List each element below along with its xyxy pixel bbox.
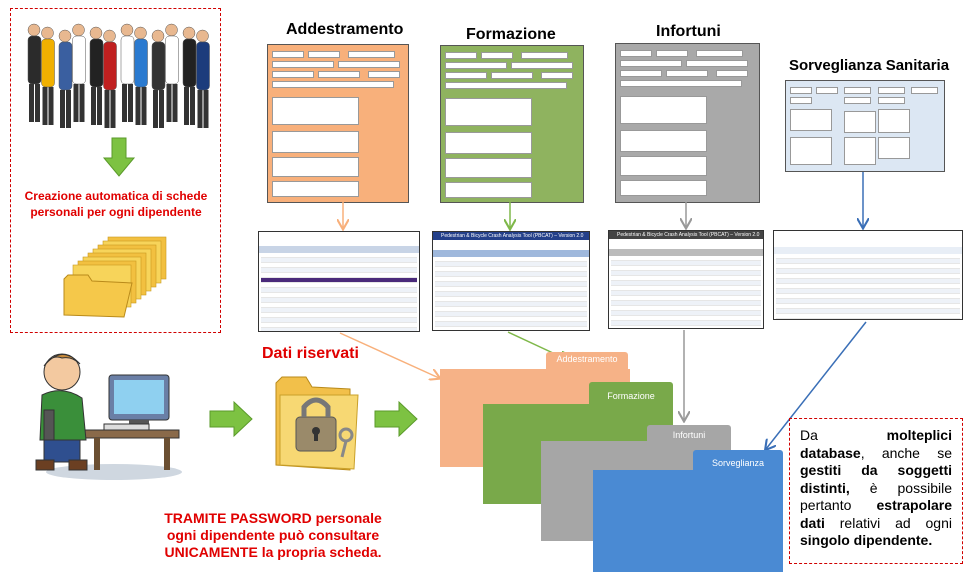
auto-creation-caption: Creazione automatica di schede personali…	[24, 189, 208, 219]
form-sorveglianza	[785, 80, 945, 172]
info-bold-1: molteplici database	[800, 427, 952, 461]
info-bold-3: estrapolare dati	[800, 497, 952, 531]
infortuni-window-title: Pedestrian & Bicycle Crash Analysis Tool…	[609, 231, 763, 239]
right-arrow-icon-2	[374, 400, 418, 438]
section-title-sorveglianza: Sorveglianza Sanitaria	[789, 57, 950, 74]
folders-stack-icon	[63, 236, 167, 318]
employees-panel	[10, 8, 221, 333]
locked-folder-icon	[275, 376, 359, 471]
employee-at-computer-image	[35, 353, 182, 480]
table-infortuni: Pedestrian & Bicycle Crash Analysis Tool…	[608, 230, 764, 329]
info-text-2: , anche se	[860, 444, 952, 461]
right-arrow-icon-1	[209, 400, 253, 438]
table-formazione: Pedestrian & Bicycle Crash Analysis Tool…	[432, 231, 590, 331]
folder-formazione-label: Formazione	[589, 382, 673, 406]
employees-image	[27, 23, 210, 128]
folder-sorveglianza: Sorveglianza Sanitaria	[593, 450, 783, 572]
info-text-4: relativi ad ogni	[824, 514, 952, 531]
info-text-1: Da	[800, 427, 887, 443]
info-text-3: è possibile pertanto	[800, 479, 952, 514]
info-box: Da molteplici database, anche se gestiti…	[789, 418, 963, 564]
form-addestramento	[267, 44, 409, 203]
folder-addestramento-label: Addestramento	[546, 352, 628, 374]
form-formazione	[440, 45, 584, 203]
table-addestramento	[258, 231, 420, 332]
down-arrow-icon	[102, 137, 136, 177]
formazione-window-title: Pedestrian & Bicycle Crash Analysis Tool…	[433, 232, 589, 240]
password-note: TRAMITE PASSWORD personale ogni dipenden…	[164, 510, 382, 560]
form-infortuni	[615, 43, 760, 203]
table-sorveglianza	[773, 230, 963, 320]
section-title-infortuni: Infortuni	[656, 23, 721, 40]
info-bold-2: gestiti da soggetti distinti,	[800, 462, 952, 496]
dati-riservati-label: Dati riservati	[262, 345, 359, 362]
section-title-addestramento: Addestramento	[286, 21, 404, 38]
section-title-formazione: Formazione	[466, 26, 556, 43]
info-bold-4: singolo dipendente.	[800, 532, 933, 548]
